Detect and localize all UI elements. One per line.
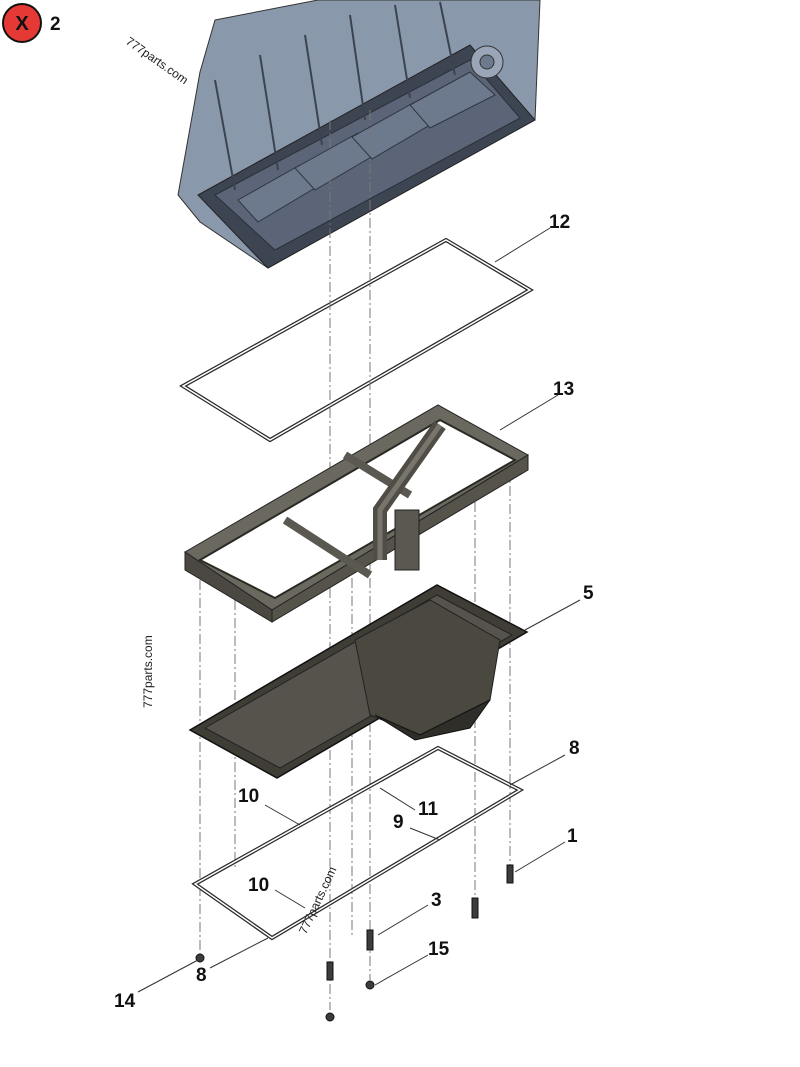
engine-block (177, 0, 541, 269)
callout-5[interactable]: 5 (583, 583, 594, 604)
callout-8-lower[interactable]: 8 (196, 965, 207, 986)
bolt-near-1 (471, 897, 479, 919)
badge[interactable]: X 2 (2, 3, 61, 43)
plug-15 (365, 980, 375, 990)
callout-10-upper[interactable]: 10 (238, 786, 259, 807)
callout-1[interactable]: 1 (567, 826, 578, 847)
bolts (195, 864, 514, 1022)
callout-9[interactable]: 9 (393, 812, 404, 833)
plug-bottom (325, 1012, 335, 1022)
callouts: 12 13 5 8 10 11 9 1 10 3 15 8 14 (114, 212, 594, 1012)
oil-pan (188, 584, 529, 779)
bolt-1 (506, 864, 514, 884)
callout-10-lower[interactable]: 10 (248, 875, 269, 896)
callout-3[interactable]: 3 (431, 890, 442, 911)
bolt-3 (366, 929, 374, 951)
callout-13[interactable]: 13 (553, 379, 574, 400)
callout-12[interactable]: 12 (549, 212, 570, 233)
callout-11[interactable]: 11 (418, 799, 439, 820)
gasket-lower (191, 745, 525, 941)
badge-letter: X (15, 13, 29, 35)
callout-14[interactable]: 14 (114, 991, 136, 1012)
watermark-top: 777parts.com (123, 34, 191, 87)
badge-circle (2, 3, 42, 43)
callout-15[interactable]: 15 (428, 939, 450, 960)
ladder-frame (184, 404, 529, 623)
bolt-center (326, 961, 334, 981)
leader-lines (137, 227, 581, 993)
callout-8[interactable]: 8 (569, 738, 580, 759)
watermark-left: 777parts.com (141, 635, 155, 708)
badge-number: 2 (50, 14, 61, 35)
gasket-upper (179, 237, 534, 443)
